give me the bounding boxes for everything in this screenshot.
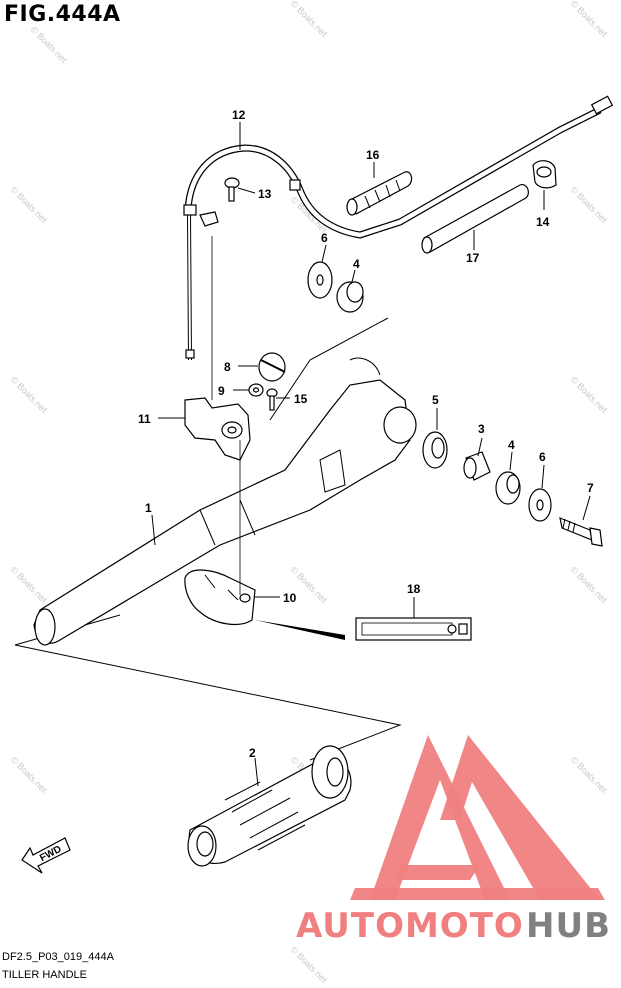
tiller-arm-1 [33,357,417,646]
watermark: © Boats.net [569,754,610,795]
callout-13: 13 [258,187,272,201]
fwd-label: FWD [38,844,63,864]
bracket-10 [184,569,256,626]
watermark: © Boats.net [569,184,610,225]
figure-title: FIG.444A [4,2,121,27]
friction-knob-8 [258,352,286,382]
label-18 [255,617,472,641]
callout-17: 17 [466,251,480,265]
collar-3 [463,451,491,481]
watermark: © Boats.net [289,944,330,985]
callout-4-top: 4 [353,257,360,271]
clip-14 [532,160,557,189]
sleeve-16 [346,171,413,216]
callout-6-top: 6 [321,231,328,245]
logo-text-hub: HUB [526,906,611,946]
watermark: © Boats.net [9,754,50,795]
callout-5: 5 [432,393,439,407]
callout-7: 7 [587,481,594,495]
bracket-11 [184,397,251,461]
callout-14: 14 [536,215,550,229]
assembly-boundary [269,317,389,421]
callout-3: 3 [478,422,485,436]
callout-18: 18 [407,582,421,596]
assembly-boundary [14,644,402,761]
callout-1: 1 [145,501,152,515]
figure-name: TILLER HANDLE [2,969,87,981]
hose-17 [421,184,529,254]
fwd-arrow-icon: FWD [21,837,71,874]
watermark: © Boats.net [9,564,50,605]
bushing-4-side [495,471,521,505]
watermark: © Boats.net [9,374,50,415]
figure-code: DF2.5_P03_019_444A [2,951,114,963]
callout-15: 15 [294,392,308,406]
callout-leaders [151,122,591,787]
callout-10: 10 [283,591,297,605]
bolt-7 [559,517,603,547]
callout-8: 8 [224,360,231,374]
screw-13 [224,177,240,202]
part-callouts: 1 2 3 4 4 5 6 6 7 8 9 10 11 12 13 14 15 … [138,108,594,760]
throttle-cable [183,95,614,361]
callout-6-side: 6 [539,450,546,464]
grommet-5 [422,431,448,469]
callout-12: 12 [232,108,246,122]
washer-6-side [528,488,552,522]
throttle-grip-2 [187,745,352,867]
callout-9: 9 [218,384,225,398]
callout-11: 11 [138,412,151,426]
watermark: © Boats.net [29,24,70,65]
screw-15 [266,388,278,411]
logo-text-automoto: AUTOMOTO [296,906,524,946]
watermark: © Boats.net [9,184,50,225]
callout-2: 2 [249,746,256,760]
washer-6-top [307,261,333,299]
automotohub-logo: AUTOMOTO HUB [296,735,611,946]
watermark: © Boats.net [289,0,330,39]
watermark: © Boats.net [569,0,610,39]
callout-4-side: 4 [508,438,515,452]
watermark: © Boats.net [569,564,610,605]
callout-16: 16 [366,148,380,162]
watermark: © Boats.net [569,374,610,415]
nut-9 [248,383,264,397]
bushing-4-top [336,281,364,313]
